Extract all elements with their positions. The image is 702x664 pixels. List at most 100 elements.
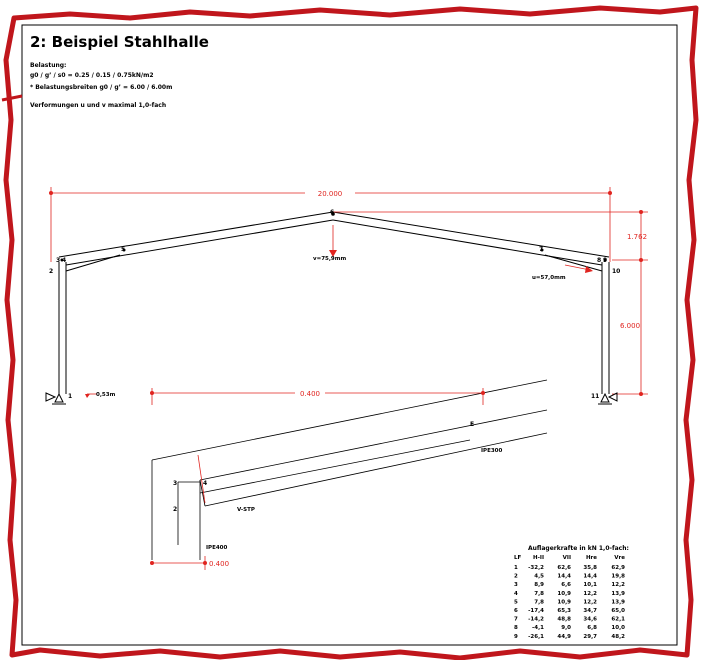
table-cell: 62,6 — [557, 565, 571, 571]
node-9: 9 — [603, 257, 607, 264]
right-rafter-top — [332, 211, 610, 258]
detail-node-3: 3 — [173, 480, 177, 487]
node-7: 7 — [539, 246, 543, 253]
node-5: 5 — [121, 246, 125, 253]
table-header-cell: Hre — [586, 555, 597, 561]
table-cell: 1 — [514, 565, 518, 571]
frame-nodes — [60, 212, 607, 262]
v-arrow-head — [329, 250, 337, 257]
table-title: Auflagerkrafte in kN 1,0-fach: — [528, 545, 629, 552]
height-label: 6.000 — [620, 322, 640, 330]
table-cell: 6,6 — [561, 582, 571, 588]
left-rafter-top — [58, 211, 334, 258]
table-cell: 34,7 — [583, 608, 597, 614]
right-rafter-haunch — [544, 254, 603, 272]
table-header-cell: H-II — [533, 555, 544, 561]
node-11: 11 — [591, 393, 599, 400]
table-cell: 4 — [514, 591, 518, 597]
table-cell: 6,8 — [587, 625, 597, 631]
table-cell: 3 — [514, 582, 518, 588]
left-rafter-haunch — [65, 254, 121, 272]
table-cell: 35,8 — [583, 565, 597, 571]
torn-red-border — [3, 5, 699, 661]
frame-dimensions — [50, 187, 648, 395]
table-cell: 9 — [514, 634, 518, 640]
detail-node-4: 4 — [203, 480, 207, 487]
sheet-frame — [21, 24, 678, 646]
node-2: 2 — [49, 268, 53, 275]
detail-dimensions — [151, 388, 484, 570]
table-cell: 4,5 — [534, 574, 544, 580]
support-disp-label: 0,53m — [96, 392, 116, 398]
node-labels: 1 2 3 4 5 6 7 8 9 10 11 — [49, 209, 620, 400]
table-cell: 12,2 — [583, 591, 597, 597]
table-cell: 7 — [514, 617, 518, 623]
left-tear-mark — [1, 94, 23, 102]
table-cell: 2 — [514, 574, 518, 580]
node-1: 1 — [68, 393, 72, 400]
v-label: v=75,9mm — [313, 256, 346, 262]
table-cell: 7,8 — [534, 599, 544, 605]
u-label: u=57,0mm — [532, 275, 566, 281]
table-cell: 65,0 — [611, 608, 625, 614]
table-cell: -26,1 — [528, 634, 544, 640]
detail-ticks — [150, 391, 485, 565]
table-header-cell: Vre — [614, 555, 625, 561]
detail-haunch-line — [199, 439, 471, 494]
table-cell: 34,6 — [583, 617, 597, 623]
table-cell: 29,7 — [583, 634, 597, 640]
dim-ticks — [49, 191, 643, 396]
haunch-label-bg — [295, 387, 325, 399]
node-10: 10 — [612, 268, 620, 275]
table-cell: -17,4 — [528, 608, 544, 614]
node-8: 8 — [597, 257, 601, 264]
table-header-cell: LF — [514, 555, 522, 561]
table-cell: 10,9 — [557, 599, 571, 605]
table-cell: 5 — [514, 599, 518, 605]
haunch-detail — [151, 379, 548, 560]
table-cell: 14,4 — [557, 574, 571, 580]
table-cell: 48,2 — [611, 634, 625, 640]
column-profile-label: IPE400 — [206, 545, 227, 551]
deformation-note: Verformungen u und v maximal 1,0-fach — [30, 102, 166, 109]
table-cell: 48,8 — [557, 617, 571, 623]
node-4: 4 — [62, 257, 66, 264]
detail-red-plate — [197, 454, 206, 504]
detail-rafter-bottom — [204, 432, 548, 507]
table-cell: 19,8 — [611, 574, 625, 580]
table-cell: 13,9 — [611, 591, 625, 597]
column-width-label: 0.400 — [209, 560, 229, 568]
haunch-length-label: 0.400 — [300, 390, 320, 398]
portal-frame — [58, 211, 610, 394]
table-cell: 44,9 — [557, 634, 571, 640]
table-cell: 62,9 — [611, 565, 625, 571]
table-cell: 6 — [514, 608, 518, 614]
page-title: 2: Beispiel Stahlhalle — [30, 33, 209, 51]
rafter-profile-label: IPE300 — [481, 448, 502, 454]
table-cell: 12,2 — [611, 582, 625, 588]
load-line-2: * Belastungsbreiten g0 / g’ = 6.00 / 6.0… — [30, 84, 172, 91]
table-cell: 62,1 — [611, 617, 625, 623]
left-support — [45, 392, 66, 405]
detail-node-2: 2 — [173, 506, 177, 513]
span-label-bg — [305, 187, 355, 199]
right-support — [598, 392, 618, 405]
table-cell: 13,9 — [611, 599, 625, 605]
haunch-type-label: V-STP — [237, 507, 255, 513]
table-cell: 8,9 — [534, 582, 544, 588]
rise-label: 1.762 — [627, 233, 647, 241]
right-rafter-bottom — [332, 219, 603, 266]
left-rafter-bottom — [65, 219, 334, 266]
table-cell: -14,2 — [528, 617, 544, 623]
detail-plate — [199, 479, 206, 507]
load-line-1: g0 / g’ / s0 = 0.25 / 0.15 / 0.75kN/m2 — [30, 72, 154, 79]
detail-rafter-mid — [199, 409, 548, 481]
node-6: 6 — [330, 209, 334, 216]
table-cell: 12,2 — [583, 599, 597, 605]
detail-node-e: E — [470, 421, 474, 428]
table-cell: 9,0 — [561, 625, 571, 631]
u-arrow-head — [585, 266, 593, 273]
